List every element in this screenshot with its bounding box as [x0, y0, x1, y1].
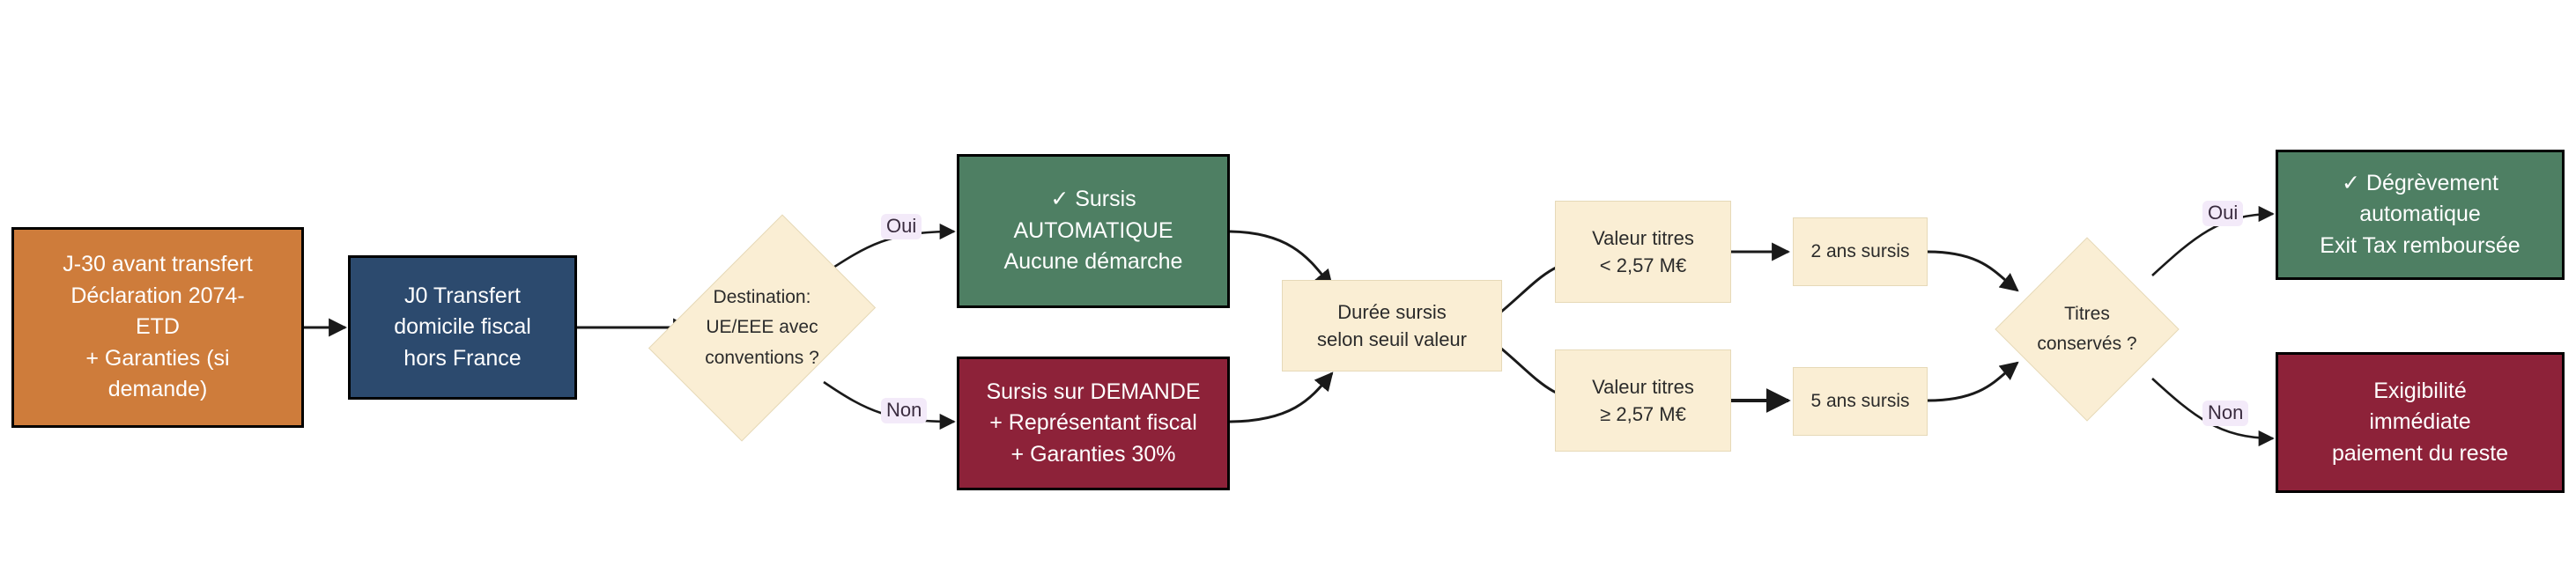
node-destination-label: Destination: UE/EEE avec conventions ? [705, 287, 819, 368]
edge-label-destination-oui: Oui [881, 214, 922, 240]
edge-label-destination-non: Non [881, 398, 928, 424]
node-valeur-titres-superieur[interactable]: Valeur titres ≥ 2,57 M€ [1555, 349, 1731, 452]
edge-cinq-ans-titres [1927, 361, 2019, 402]
edge-deux-ans-titres [1927, 250, 2019, 292]
node-deux-ans-sursis[interactable]: 2 ans sursis [1793, 217, 1928, 286]
node-titres-conserves-label: Titres conservés ? [2037, 303, 2137, 354]
edge-sursis-demande-duree [1226, 371, 1334, 423]
node-sursis-automatique[interactable]: ✓ Sursis AUTOMATIQUE Aucune démarche [957, 154, 1230, 308]
node-valeur-titres-inferieur[interactable]: Valeur titres < 2,57 M€ [1555, 201, 1731, 303]
node-destination-decision[interactable]: Destination: UE/EEE avec conventions ? [648, 214, 877, 442]
edge-label-titres-non: Non [2202, 401, 2249, 427]
node-titres-conserves-decision[interactable]: Titres conservés ? [1995, 237, 2180, 422]
node-cinq-ans-sursis[interactable]: 5 ans sursis [1793, 367, 1928, 436]
node-degrevement[interactable]: ✓ Dégrèvement automatique Exit Tax rembo… [2276, 150, 2565, 280]
node-transfert[interactable]: J0 Transfert domicile fiscal hors France [348, 255, 577, 400]
edge-label-titres-oui: Oui [2202, 201, 2244, 227]
node-exigibilite[interactable]: Exigibilité immédiate paiement du reste [2276, 352, 2565, 493]
edge-sursis-auto-duree [1226, 230, 1334, 289]
node-declaration[interactable]: J-30 avant transfert Déclaration 2074- E… [11, 227, 304, 428]
node-duree-sursis[interactable]: Durée sursis selon seuil valeur [1282, 280, 1502, 371]
node-sursis-demande[interactable]: Sursis sur DEMANDE + Représentant fiscal… [957, 357, 1230, 490]
